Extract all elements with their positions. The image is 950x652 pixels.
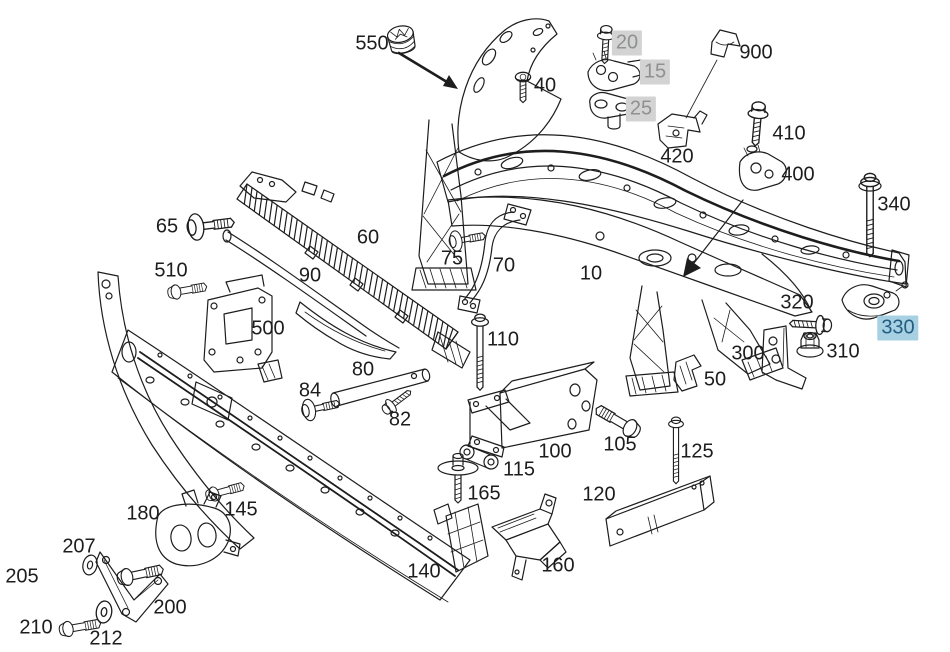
part-label-40[interactable]: 40 <box>533 74 557 97</box>
part-label-110[interactable]: 110 <box>487 328 519 351</box>
part-label-15[interactable]: 15 <box>639 59 671 85</box>
part-label-75[interactable]: 75 <box>440 247 464 270</box>
part-label-125[interactable]: 125 <box>680 440 714 463</box>
part-drawing-300 <box>761 325 807 390</box>
part-label-212[interactable]: 212 <box>89 627 123 650</box>
leader-line-900 <box>685 59 718 119</box>
part-label-165[interactable]: 165 <box>467 482 501 505</box>
part-label-410[interactable]: 410 <box>772 122 806 145</box>
part-drawing-70 <box>457 203 532 314</box>
pointer-arrow-10 <box>683 199 744 277</box>
part-label-82[interactable]: 82 <box>388 408 412 431</box>
part-drawing-120 <box>605 475 715 547</box>
part-drawing-420 <box>657 110 708 149</box>
part-label-145[interactable]: 145 <box>224 498 258 521</box>
part-drawing-50 <box>673 354 702 392</box>
part-drawing-60 <box>236 171 471 369</box>
part-drawing-165 <box>437 452 479 504</box>
part-label-510[interactable]: 510 <box>154 259 188 282</box>
part-label-200[interactable]: 200 <box>153 596 187 619</box>
part-label-10[interactable]: 10 <box>579 262 603 285</box>
part-label-550[interactable]: 550 <box>355 32 389 55</box>
part-drawing-140 <box>97 271 489 603</box>
part-label-207[interactable]: 207 <box>62 535 96 558</box>
part-label-20[interactable]: 20 <box>611 30 643 56</box>
part-label-340[interactable]: 340 <box>877 193 911 216</box>
part-label-105[interactable]: 105 <box>603 433 637 456</box>
part-label-120[interactable]: 120 <box>582 483 616 506</box>
part-label-60[interactable]: 60 <box>356 226 380 249</box>
part-drawing-200 <box>95 551 169 623</box>
part-label-80[interactable]: 80 <box>351 358 375 381</box>
part-drawing-160 <box>491 493 567 581</box>
part-label-115[interactable]: 115 <box>503 458 535 481</box>
part-drawing-115 <box>459 444 499 470</box>
part-label-320[interactable]: 320 <box>780 291 814 314</box>
part-drawing-500 <box>203 274 283 383</box>
part-label-90[interactable]: 90 <box>298 264 322 287</box>
part-label-65[interactable]: 65 <box>155 215 179 238</box>
part-drawing-90 <box>222 229 400 360</box>
part-drawing-550 <box>386 25 416 55</box>
part-label-900[interactable]: 900 <box>739 41 773 64</box>
part-drawing-80 <box>330 368 431 408</box>
part-label-500[interactable]: 500 <box>251 317 285 340</box>
part-drawing-310 <box>796 331 824 358</box>
part-drawing-400 <box>738 144 787 191</box>
part-label-70[interactable]: 70 <box>492 254 516 277</box>
part-label-400[interactable]: 400 <box>781 163 815 186</box>
part-label-160[interactable]: 160 <box>541 554 575 577</box>
beam-60-hatching <box>243 183 459 350</box>
part-drawing-900 <box>710 29 741 58</box>
part-label-140[interactable]: 140 <box>407 560 441 583</box>
part-label-310[interactable]: 310 <box>826 340 860 363</box>
pointer-arrow-550 <box>397 51 458 89</box>
part-drawing-100 <box>467 361 598 458</box>
part-label-210[interactable]: 210 <box>19 616 53 639</box>
part-drawing-340 <box>858 172 882 258</box>
part-label-180[interactable]: 180 <box>126 502 160 525</box>
part-label-100[interactable]: 100 <box>538 440 572 463</box>
part-drawing-10 <box>411 18 910 397</box>
part-label-300[interactable]: 300 <box>731 342 765 365</box>
part-label-205[interactable]: 205 <box>5 565 39 588</box>
part-drawing-330 <box>841 281 909 320</box>
part-label-330[interactable]: 330 <box>877 315 919 341</box>
part-label-420[interactable]: 420 <box>660 145 694 168</box>
part-label-84[interactable]: 84 <box>298 379 322 402</box>
part-label-25[interactable]: 25 <box>625 96 657 122</box>
part-label-50[interactable]: 50 <box>703 368 727 391</box>
